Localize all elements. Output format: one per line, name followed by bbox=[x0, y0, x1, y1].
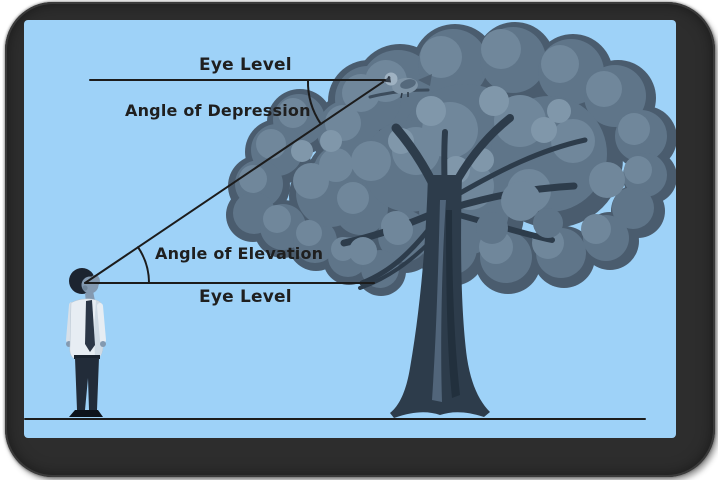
bird-illustration bbox=[368, 72, 432, 99]
angle-of-elevation-label: Angle of Elevation bbox=[155, 244, 324, 263]
elevation-angle-arc bbox=[137, 246, 150, 284]
eye-level-top-label: Eye Level bbox=[199, 55, 292, 75]
eye-level-bottom-label: Eye Level bbox=[199, 287, 292, 307]
depression-angle-arc bbox=[306, 79, 322, 125]
observer-person-illustration bbox=[66, 268, 106, 417]
angle-of-depression-label: Angle of Depression bbox=[125, 101, 311, 120]
sight-lines bbox=[24, 79, 646, 420]
foliage-front-puffs bbox=[349, 181, 563, 265]
tree-illustration bbox=[226, 22, 676, 418]
diagram-scene bbox=[24, 22, 676, 420]
diagram-canvas bbox=[24, 20, 676, 438]
tree-trunk bbox=[390, 175, 490, 418]
line-of-sight-diagonal bbox=[84, 81, 384, 284]
